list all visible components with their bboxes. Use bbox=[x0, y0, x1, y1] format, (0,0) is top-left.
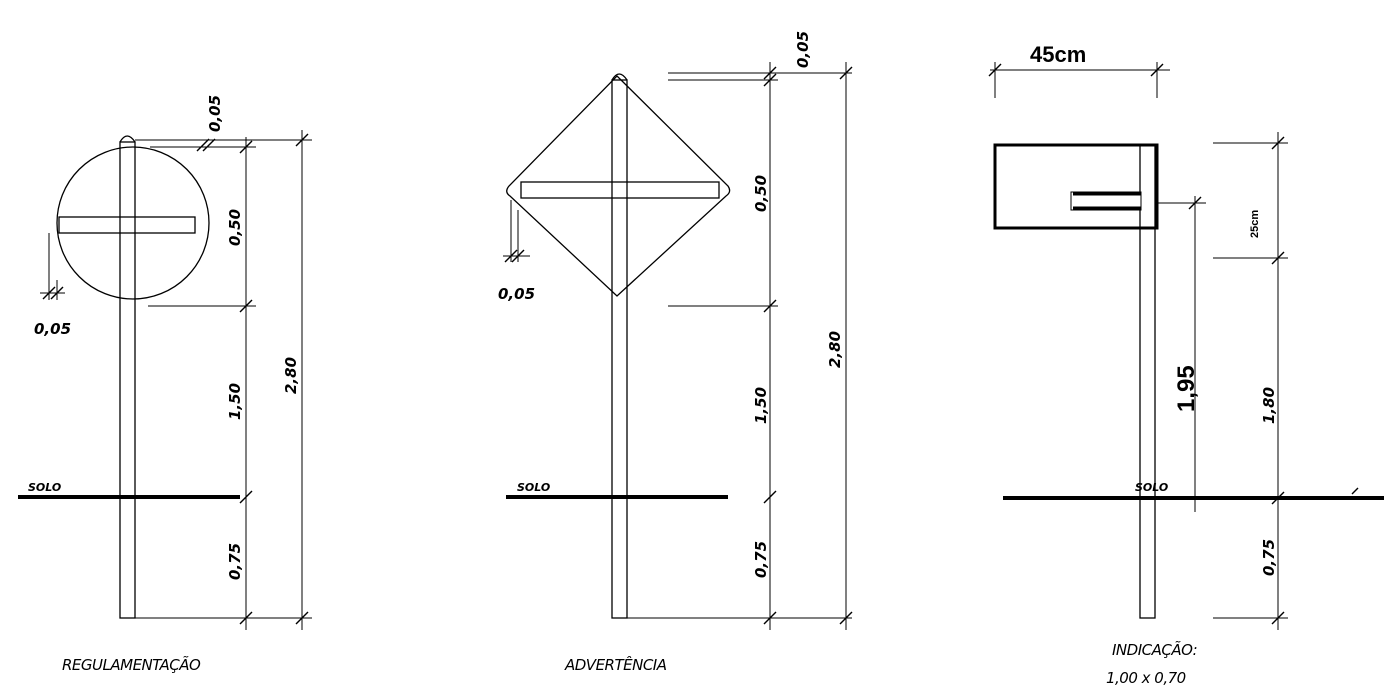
dim-tick bbox=[50, 286, 64, 300]
dim-tick bbox=[295, 133, 309, 147]
dim-height-label: 1,80 bbox=[1260, 387, 1278, 424]
dim-total-label: 2,80 bbox=[826, 331, 844, 368]
dim-buried-label: 0,75 bbox=[226, 543, 244, 580]
dim-tick bbox=[1271, 491, 1285, 505]
dim-tick bbox=[1271, 611, 1285, 625]
dim-tick bbox=[988, 63, 1002, 77]
caption: ADVERTÊNCIA bbox=[564, 655, 667, 674]
ground-label: SOLO bbox=[28, 481, 61, 494]
caption: INDICAÇÃO: bbox=[1112, 640, 1197, 659]
dim-width-label: 45cm bbox=[1030, 42, 1086, 67]
rectangular-plate bbox=[993, 143, 1159, 230]
dim-height-label: 1,50 bbox=[752, 387, 770, 424]
dim-offset-label: 0,05 bbox=[794, 31, 812, 68]
dim-edge-label: 0,05 bbox=[34, 320, 71, 338]
circular-plate bbox=[56, 146, 210, 300]
plate-detail bbox=[1070, 191, 1142, 211]
ground-label: SOLO bbox=[517, 481, 550, 494]
dim-tick bbox=[239, 299, 253, 313]
dim-tick bbox=[42, 286, 56, 300]
plate-bar bbox=[58, 216, 196, 234]
ground-label: SOLO bbox=[1135, 481, 1168, 494]
dim-tick bbox=[239, 611, 253, 625]
dim-tick bbox=[763, 73, 777, 87]
dim-tick bbox=[763, 299, 777, 313]
dim-tick bbox=[196, 138, 210, 152]
dim-edge-label: 0,05 bbox=[498, 285, 535, 303]
post bbox=[611, 79, 628, 619]
dim-plate-label: 25cm bbox=[1249, 210, 1261, 238]
caption: REGULAMENTAÇÃO bbox=[62, 655, 201, 674]
post-top bbox=[119, 135, 136, 143]
dim-buried-label: 0,75 bbox=[752, 541, 770, 578]
post-top bbox=[611, 73, 628, 81]
advertencia-sign: SOLO 0,05 0,05 0,50 1,50 0,75 2,80 ADVER… bbox=[498, 31, 853, 674]
dim-clearance-label: 1,95 bbox=[1173, 365, 1200, 412]
dim-tick bbox=[839, 611, 853, 625]
diamond-plate bbox=[506, 75, 731, 297]
post bbox=[119, 141, 136, 619]
dim-tick bbox=[763, 490, 777, 504]
dim-tick bbox=[239, 140, 253, 154]
dim-tick bbox=[202, 138, 216, 152]
dim-tick bbox=[504, 249, 518, 263]
regulamentacao-sign: SOLO 0,05 0,05 0,50 1,50 0,75 2,80 REGUL… bbox=[18, 95, 312, 674]
dim-tick bbox=[839, 66, 853, 80]
dim-total-label: 2,80 bbox=[282, 357, 300, 394]
plate-bar bbox=[520, 181, 720, 199]
dim-plate-label: 0,50 bbox=[226, 209, 244, 246]
post bbox=[1139, 144, 1156, 619]
dim-tick bbox=[1188, 196, 1202, 210]
dim-plate-label: 0,50 bbox=[752, 175, 770, 212]
dim-tick bbox=[763, 66, 777, 80]
dim-tick bbox=[511, 249, 525, 263]
dim-offset-label: 0,05 bbox=[206, 95, 224, 132]
dim-tick bbox=[1271, 251, 1285, 265]
dim-tick bbox=[1351, 487, 1359, 495]
dim-tick bbox=[1271, 136, 1285, 150]
dim-tick bbox=[239, 490, 253, 504]
dim-height-label: 1,50 bbox=[226, 383, 244, 420]
dim-buried-label: 0,75 bbox=[1260, 539, 1278, 576]
dim-tick bbox=[295, 611, 309, 625]
indicacao-sign: SOLO 45cm 1,95 25cm 1,80 0,75 INDICAÇÃO:… bbox=[988, 42, 1384, 687]
dim-tick bbox=[1150, 63, 1164, 77]
caption-size: 1,00 x 0,70 bbox=[1106, 669, 1186, 687]
dim-tick bbox=[763, 611, 777, 625]
